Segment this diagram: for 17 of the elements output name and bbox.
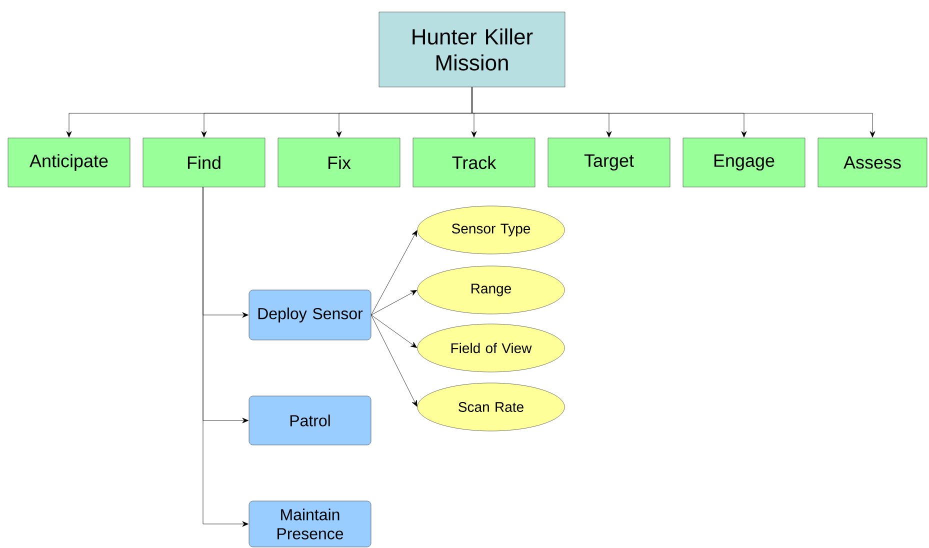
phase-box: Engage	[682, 138, 806, 188]
arrow	[202, 186, 248, 527]
phase-box: Target	[548, 138, 670, 188]
arrow	[472, 87, 876, 138]
arrow	[371, 314, 418, 348]
phase-box: Find	[142, 138, 266, 188]
arrow	[371, 290, 418, 316]
phase-box: Fix	[278, 138, 400, 188]
phase-box: Assess	[818, 138, 928, 188]
task-box: Patrol	[248, 396, 372, 446]
arrow	[371, 230, 418, 316]
task-box: Maintain Presence	[248, 500, 372, 548]
phase-box: Track	[412, 138, 536, 188]
title-box: Hunter Killer Mission	[378, 12, 566, 88]
task-box: Deploy Sensor	[248, 290, 372, 340]
phase-box: Anticipate	[8, 138, 130, 188]
arrow	[371, 314, 418, 407]
